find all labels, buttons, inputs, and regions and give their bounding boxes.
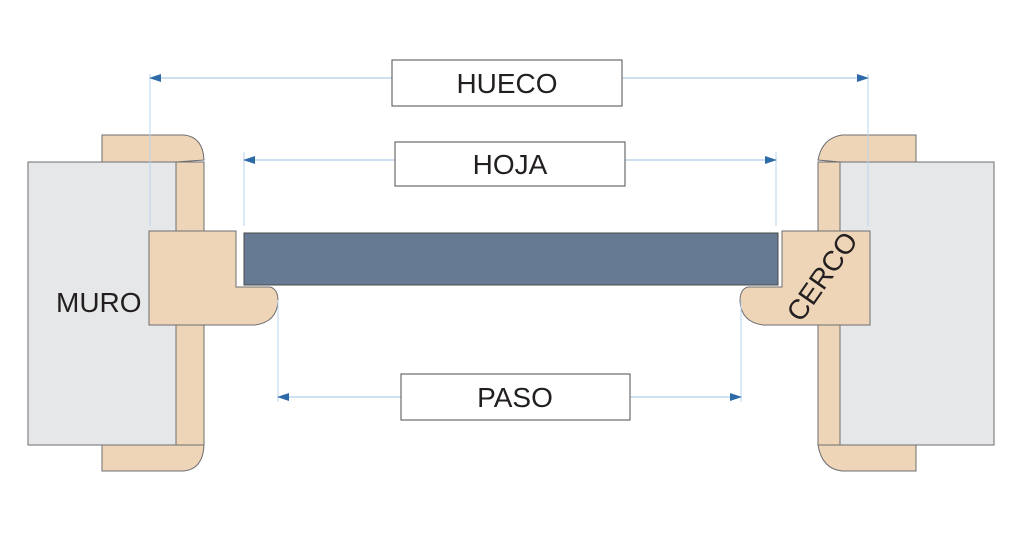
hueco-label-box [391,59,623,107]
left-frame [101,134,279,472]
paso-label-box [400,373,631,421]
door-leaf [243,232,779,286]
hueco-label: HUECO [456,68,557,99]
hoja-label-box [394,141,626,187]
hoja-label: HOJA [473,149,548,180]
right-frame [739,134,917,472]
paso-label: PASO [477,382,553,413]
muro-label: MURO [56,287,142,318]
